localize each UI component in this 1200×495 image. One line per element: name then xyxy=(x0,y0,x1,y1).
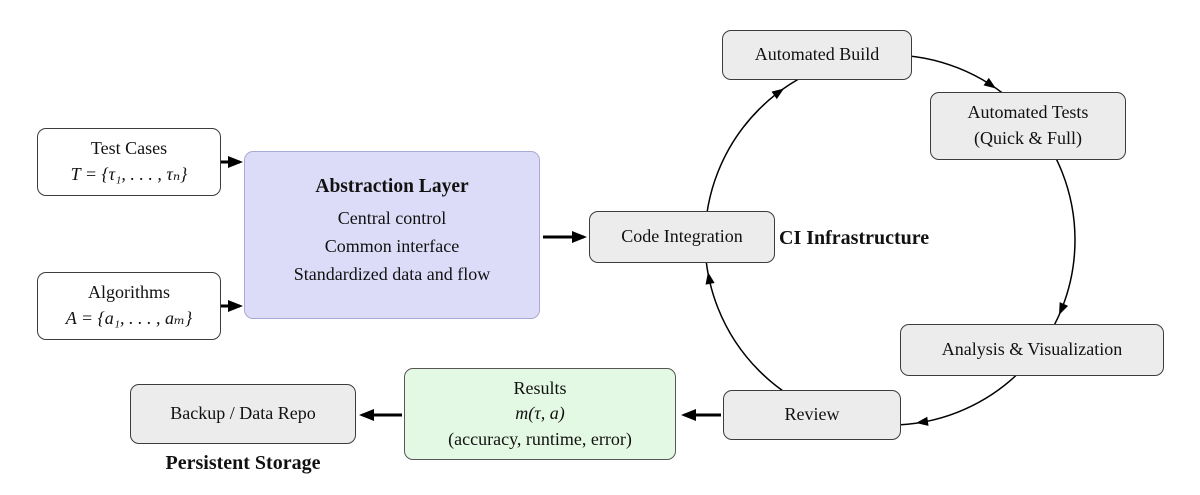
automated-tests-line-1: Automated Tests xyxy=(967,102,1089,123)
cycle-arrowhead-to-automated-build xyxy=(771,88,784,100)
automated-build-box: Automated Build xyxy=(722,30,912,80)
results-box: Results m(τ, a) (accuracy, runtime, erro… xyxy=(404,368,676,460)
algorithms-formula: A = {a₁, . . . , aₘ} xyxy=(65,308,193,328)
cycle-arrowhead-to-automated-tests xyxy=(983,77,996,89)
results-title: Results xyxy=(513,377,567,398)
review-label: Review xyxy=(784,404,840,425)
cycle-arrowhead-to-code-integration xyxy=(705,272,715,285)
abstraction-layer-box: Abstraction Layer Central control Common… xyxy=(244,151,540,319)
code-integration-box: Code Integration xyxy=(589,211,775,263)
backup-data-repo-label: Backup / Data Repo xyxy=(170,403,316,424)
abstraction-layer-line-1: Central control xyxy=(337,208,447,229)
automated-tests-box: Automated Tests (Quick & Full) xyxy=(930,92,1126,160)
test-cases-box: Test Cases T = {τ₁, . . . , τₙ} xyxy=(37,128,221,196)
abstraction-layer-title: Abstraction Layer xyxy=(315,176,469,197)
test-cases-formula: T = {τ₁, . . . , τₙ} xyxy=(70,164,188,184)
algorithms-title: Algorithms xyxy=(87,282,170,303)
analysis-visualization-box: Analysis & Visualization xyxy=(900,324,1164,376)
persistent-storage-label: Persistent Storage xyxy=(165,452,321,474)
ci-infrastructure-label: CI Infrastructure xyxy=(779,227,930,249)
cycle-arrowhead-to-review xyxy=(916,416,929,426)
algorithms-box: Algorithms A = {a₁, . . . , aₘ} xyxy=(37,272,221,340)
automated-tests-line-2: (Quick & Full) xyxy=(974,128,1082,148)
backup-data-repo-box: Backup / Data Repo xyxy=(130,384,356,444)
automated-build-label: Automated Build xyxy=(754,44,880,65)
test-cases-title: Test Cases xyxy=(90,138,168,159)
abstraction-layer-line-3: Standardized data and flow xyxy=(293,264,491,284)
results-metrics: (accuracy, runtime, error) xyxy=(448,428,632,449)
abstraction-layer-line-2: Common interface xyxy=(324,236,460,257)
analysis-visualization-label: Analysis & Visualization xyxy=(941,339,1123,360)
code-integration-label: Code Integration xyxy=(621,226,743,247)
cycle-arrowhead-to-analysis xyxy=(1059,302,1069,315)
review-box: Review xyxy=(723,390,901,440)
results-formula: m(τ, a) xyxy=(515,403,565,424)
